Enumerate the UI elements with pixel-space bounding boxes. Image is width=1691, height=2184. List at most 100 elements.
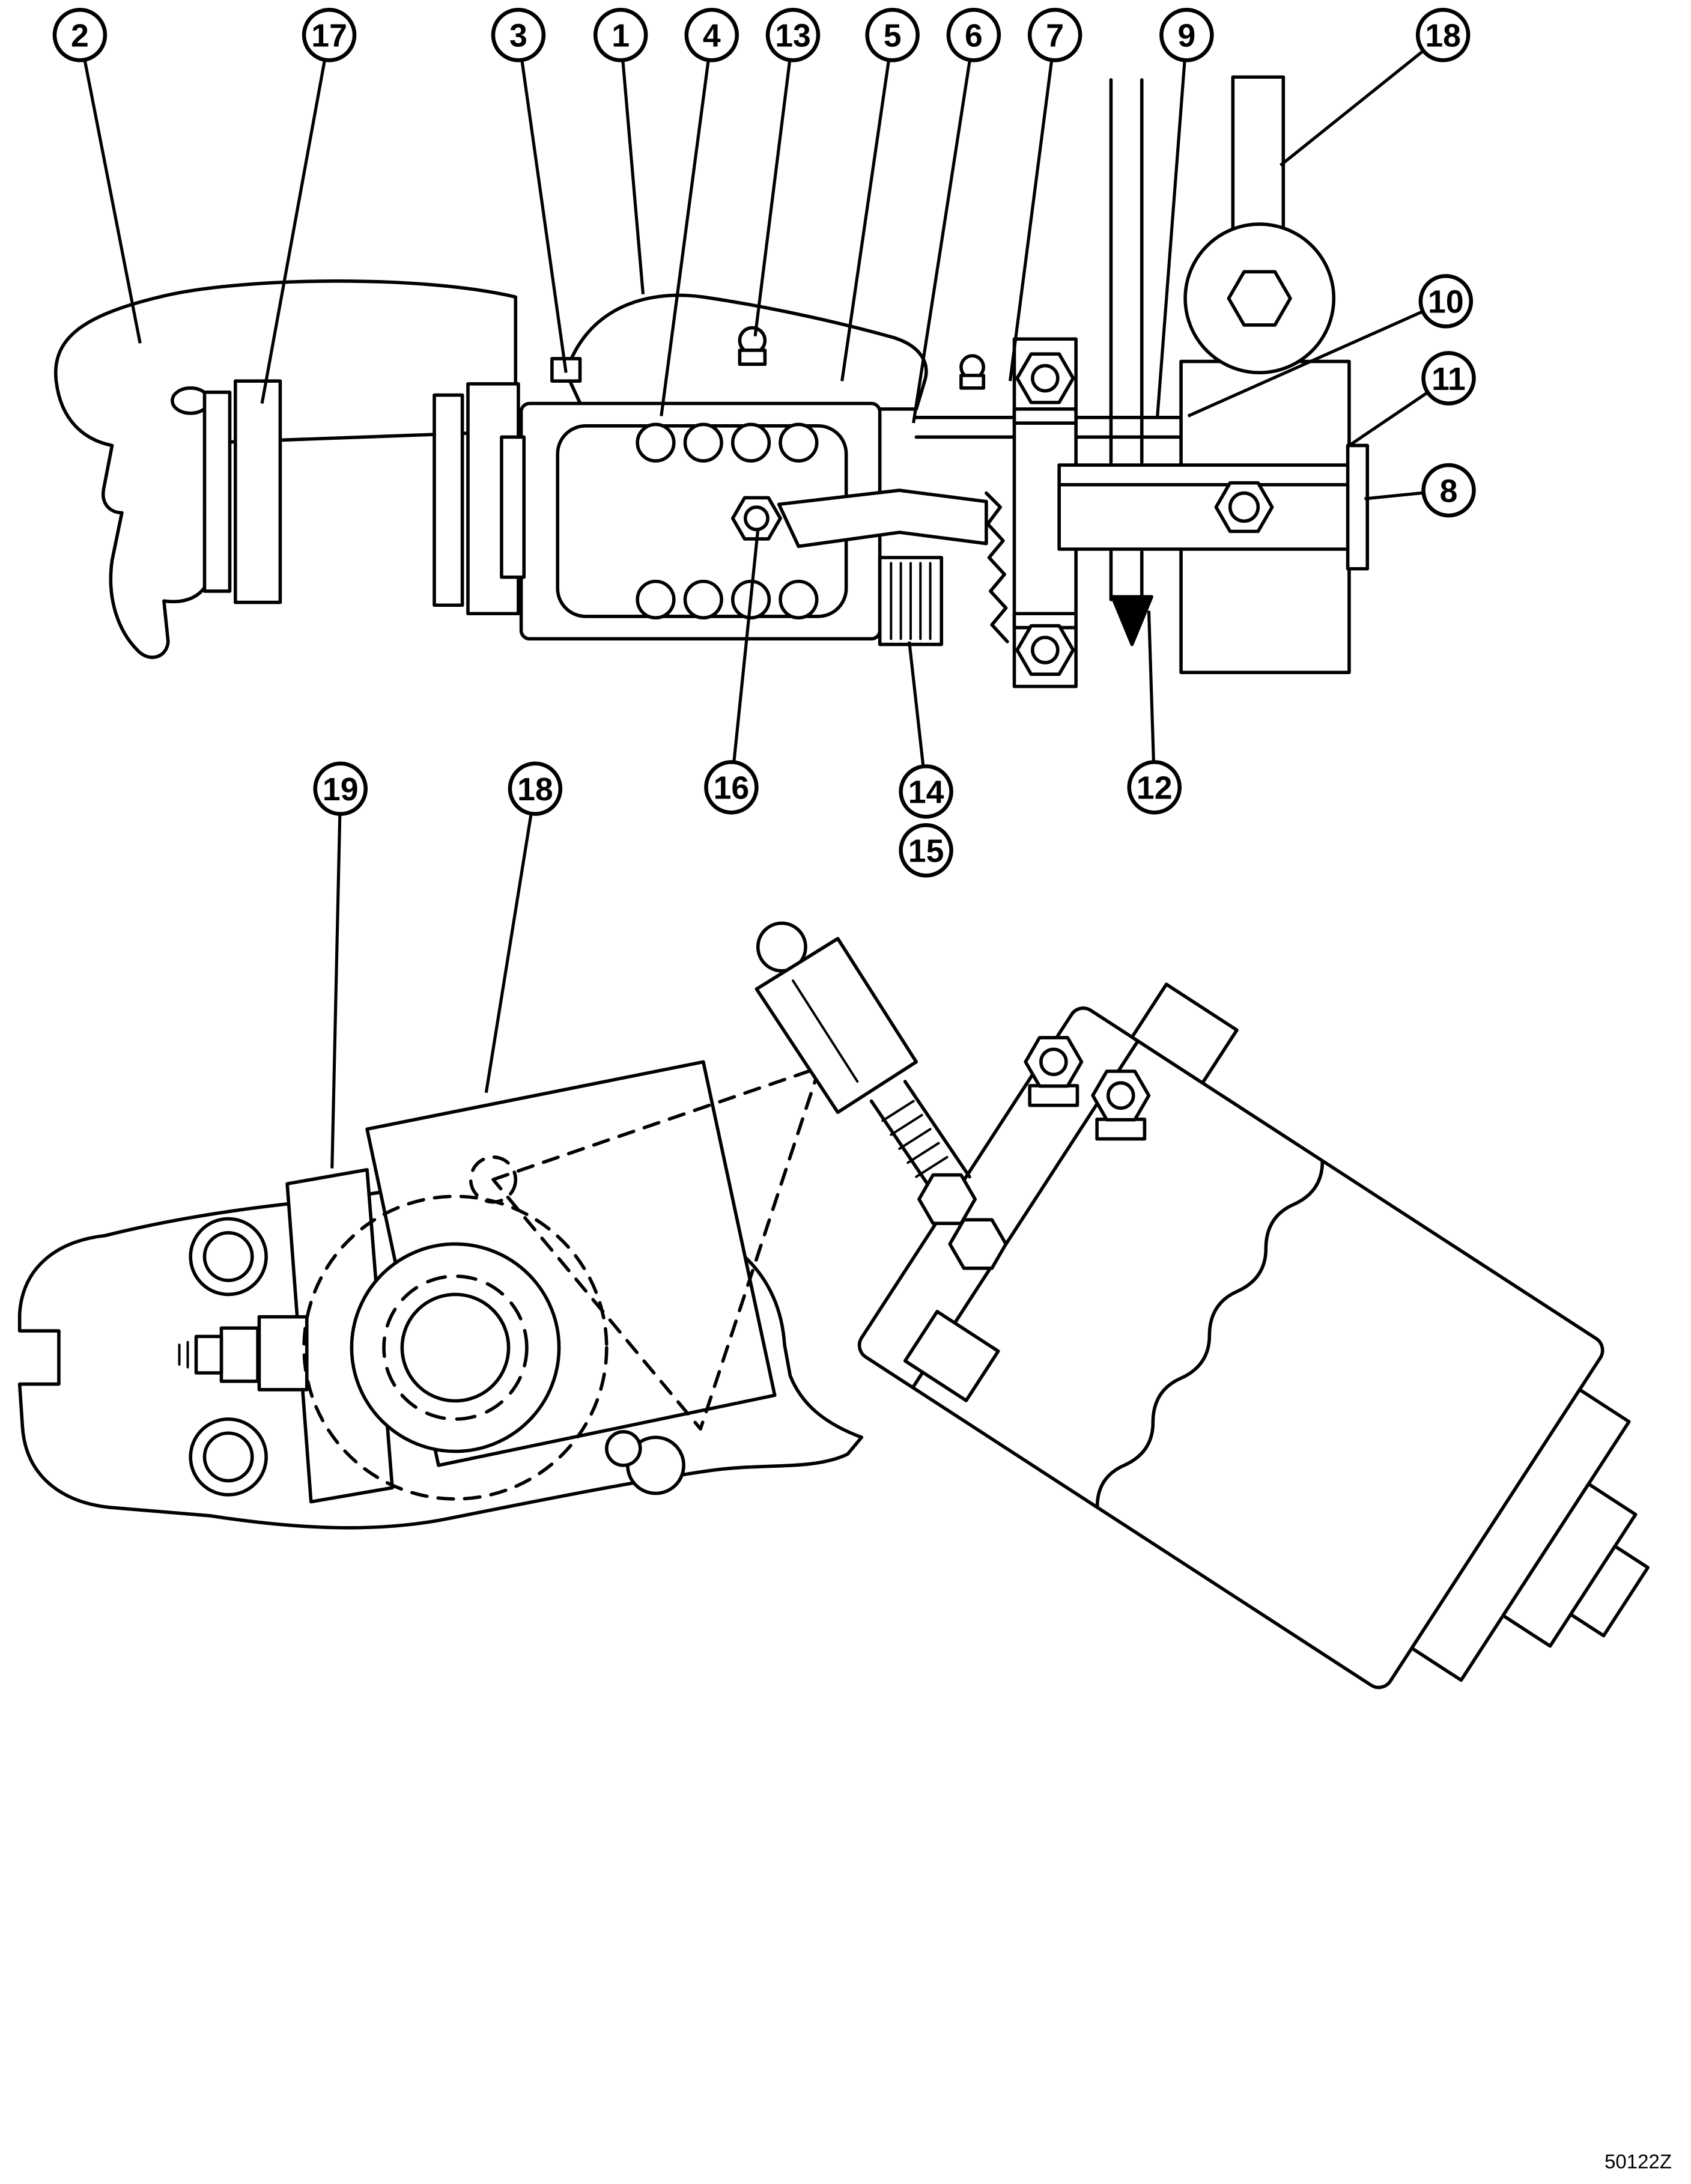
callout-18: 18 bbox=[508, 761, 563, 816]
thread-hatches bbox=[881, 1100, 949, 1178]
callout-13: 13 bbox=[765, 8, 821, 62]
pin-ring bbox=[756, 921, 807, 973]
callout-19: 19 bbox=[313, 761, 368, 816]
svg-text:13: 13 bbox=[775, 18, 811, 54]
callout-leader-18 bbox=[484, 788, 537, 1094]
spacer-plate bbox=[433, 393, 464, 607]
svg-text:3: 3 bbox=[509, 18, 527, 54]
hidden-circle-small bbox=[469, 1155, 518, 1204]
callout-leader-2 bbox=[78, 34, 142, 344]
spline-bore bbox=[400, 1292, 511, 1403]
svg-text:14: 14 bbox=[908, 774, 944, 811]
link-arm bbox=[777, 488, 988, 549]
svg-text:17: 17 bbox=[311, 18, 347, 54]
top-view-drawing bbox=[53, 75, 1370, 689]
break-line bbox=[985, 491, 1009, 643]
callout-leader-19 bbox=[330, 788, 342, 1169]
chamber-stub-small bbox=[1568, 1544, 1650, 1638]
svg-text:6: 6 bbox=[965, 18, 983, 54]
roller bbox=[683, 422, 723, 463]
mount-bolt-bore bbox=[1039, 1047, 1068, 1077]
svg-text:18: 18 bbox=[517, 771, 553, 808]
air-chamber bbox=[857, 982, 1650, 1690]
clamp-bar bbox=[1057, 463, 1361, 551]
callout-leader-4 bbox=[660, 34, 714, 416]
callout-leader-13 bbox=[753, 34, 795, 336]
callout-5: 5 bbox=[865, 8, 920, 62]
callout-leader-5 bbox=[840, 34, 894, 382]
rod-nut bbox=[917, 1173, 977, 1226]
washer bbox=[1012, 407, 1078, 425]
threaded-rod bbox=[869, 1080, 971, 1199]
chamber-tab bbox=[1130, 982, 1239, 1085]
callout-11: 11 bbox=[1421, 351, 1476, 406]
svg-text:19: 19 bbox=[323, 771, 359, 808]
roller bbox=[605, 1430, 642, 1467]
end-strip bbox=[1346, 443, 1370, 571]
adjusting-nut-bore bbox=[743, 505, 770, 532]
callout-leader-1 bbox=[619, 35, 645, 294]
hex-nut-bore bbox=[1031, 363, 1060, 393]
callout-6: 6 bbox=[946, 8, 1001, 62]
svg-text:10: 10 bbox=[1428, 284, 1464, 320]
push-rod bbox=[1109, 78, 1144, 464]
bushing-bore bbox=[202, 1431, 254, 1483]
callout-leader-16 bbox=[729, 529, 760, 788]
roller bbox=[683, 579, 723, 620]
hidden-circle-large bbox=[302, 1194, 609, 1501]
callout-17: 17 bbox=[302, 8, 357, 62]
callout-12: 12 bbox=[1127, 760, 1182, 815]
callout-1: 1 bbox=[593, 8, 648, 62]
bolt-washer bbox=[1095, 1118, 1147, 1141]
boss-hex bbox=[1227, 270, 1292, 327]
callout-8: 8 bbox=[1421, 463, 1476, 518]
hidden-lines bbox=[491, 1065, 822, 1431]
callout-leader-9 bbox=[1155, 35, 1188, 419]
pivot-block bbox=[500, 435, 526, 579]
hex-nut-bore bbox=[1031, 636, 1060, 665]
chamber-clamp-band bbox=[1095, 1159, 1325, 1509]
bracket-arm bbox=[1231, 75, 1286, 247]
svg-text:16: 16 bbox=[714, 770, 750, 806]
rod-nut bbox=[948, 1218, 1008, 1270]
spacer-plate bbox=[202, 391, 232, 593]
grease-fitting-base bbox=[738, 348, 767, 367]
callout-3: 3 bbox=[491, 8, 546, 62]
svg-text:15: 15 bbox=[908, 833, 944, 869]
bracket-plate bbox=[285, 1168, 394, 1504]
roller bbox=[636, 579, 676, 620]
bolt-end bbox=[178, 1340, 189, 1369]
callout-leader-17 bbox=[260, 34, 331, 404]
clamp-block bbox=[219, 1326, 260, 1383]
figure-code: 50122Z bbox=[1604, 2150, 1672, 2173]
callout-14: 14 bbox=[899, 764, 953, 819]
svg-text:2: 2 bbox=[71, 18, 89, 54]
clamp-block bbox=[194, 1334, 223, 1375]
bushing-bore bbox=[202, 1231, 254, 1282]
callout-18: 18 bbox=[1415, 8, 1471, 62]
clevis-slot bbox=[792, 979, 859, 1083]
mount-bolt-bore bbox=[1106, 1081, 1135, 1110]
callout-leader-12 bbox=[1147, 610, 1156, 788]
svg-text:8: 8 bbox=[1440, 473, 1458, 509]
roller bbox=[730, 422, 771, 463]
svg-text:7: 7 bbox=[1046, 18, 1064, 54]
svg-text:18: 18 bbox=[1425, 18, 1461, 54]
chamber-notch bbox=[903, 1310, 1000, 1402]
callout-leader-3 bbox=[517, 34, 568, 373]
grease-fitting-base bbox=[959, 374, 986, 390]
bottom-view-drawing bbox=[17, 921, 1650, 1690]
callout-leader-10 bbox=[1187, 299, 1447, 418]
svg-text:11: 11 bbox=[1431, 361, 1466, 397]
callout-leader-7 bbox=[1008, 34, 1057, 382]
spline-teeth bbox=[890, 562, 932, 640]
bolt-washer bbox=[1028, 1084, 1079, 1107]
svg-text:9: 9 bbox=[1177, 18, 1195, 54]
callout-15: 15 bbox=[899, 823, 953, 878]
spacer-plate bbox=[234, 379, 282, 604]
callout-16: 16 bbox=[704, 760, 759, 815]
spline-teeth-ring bbox=[382, 1274, 529, 1421]
